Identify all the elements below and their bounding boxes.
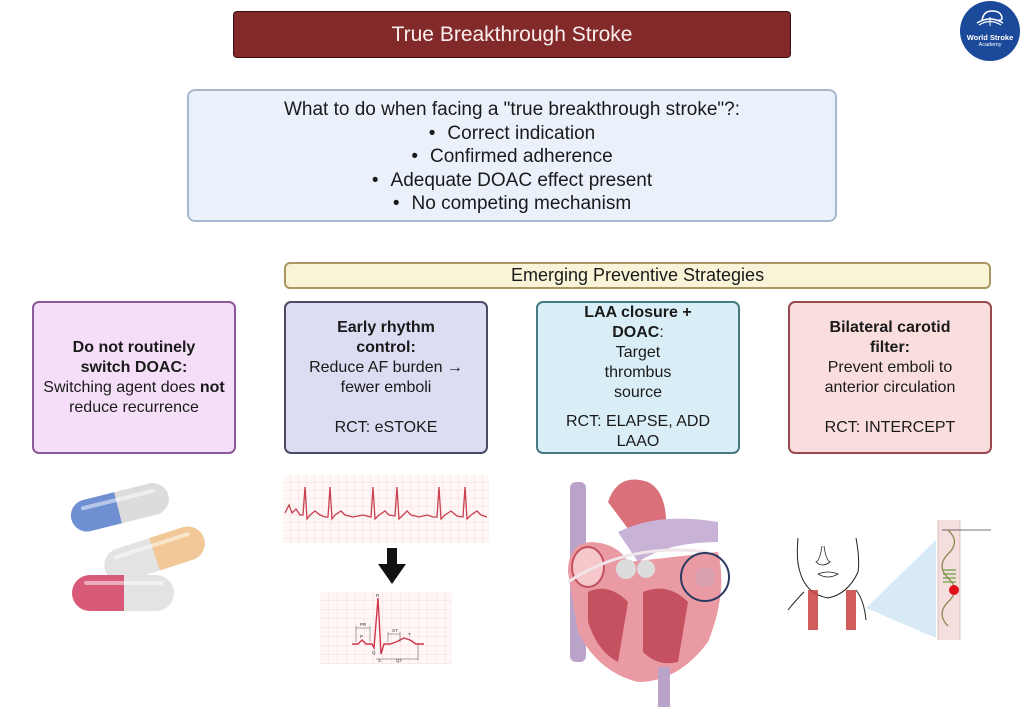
- ecg-strip-icon: [283, 475, 489, 543]
- card-carotid-filter: Bilateral carotid filter: Prevent emboli…: [788, 301, 992, 454]
- page-title: True Breakthrough Stroke: [233, 11, 791, 58]
- card-trial: RCT: eSTOKE: [334, 418, 438, 436]
- card-title: LAA closure + DOAC:: [564, 303, 712, 343]
- emerging-strategies-label: Emerging Preventive Strategies: [510, 265, 765, 285]
- card-body: Prevent emboli to anterior circulation: [824, 358, 956, 396]
- emerging-strategies-header: Emerging Preventive Strategies: [284, 262, 991, 289]
- card-trial: RCT: INTERCEPT: [824, 418, 956, 436]
- criteria-item: Correct indication: [189, 122, 835, 146]
- world-stroke-academy-logo: World Stroke Academy: [960, 1, 1020, 61]
- card-title: Bilateral carotid filter:: [829, 318, 951, 356]
- logo-line-2: Academy: [978, 42, 1002, 48]
- pill-capsules-icon: [70, 483, 205, 611]
- page-title-text: True Breakthrough Stroke: [391, 22, 633, 46]
- card-body-text: reduce recurrence: [69, 398, 199, 416]
- ecg-label-t: T: [408, 632, 411, 637]
- ecg-label-s: S: [378, 658, 381, 663]
- card-body: Reduce AF burden → fewer emboli: [309, 358, 463, 396]
- ecg-label-p: P: [360, 634, 363, 639]
- criteria-item: Confirmed adherence: [189, 145, 835, 169]
- card-body-emphasis: not: [199, 378, 225, 396]
- ecg-label-pr: PR: [360, 622, 367, 627]
- card-title-text: LAA closure + DOAC: [584, 304, 692, 341]
- card-body: Switching agent does not reduce recurren…: [42, 378, 226, 418]
- card-body-text: Switching agent does: [43, 378, 196, 396]
- card-trial: RCT: ELAPSE, ADD LAAO: [565, 413, 711, 450]
- ecg-label-q: Q: [372, 650, 376, 655]
- question-box: What to do when facing a "true breakthro…: [187, 89, 837, 222]
- heart-icon: [567, 479, 730, 707]
- card-title-suffix: :: [659, 324, 664, 341]
- card-title: Do not routinely switch DOAC:: [72, 338, 196, 376]
- question-heading: What to do when facing a "true breakthro…: [283, 99, 741, 120]
- ecg-complex-icon: R P Q S T PR ST QT: [320, 592, 452, 664]
- book-brain-icon: [976, 10, 1004, 26]
- ecg-label-st: ST: [392, 628, 398, 633]
- neck-carotid-icon: [787, 520, 991, 640]
- criteria-list: Correct indication Confirmed adherence A…: [189, 122, 835, 216]
- criteria-item: No competing mechanism: [189, 192, 835, 216]
- ecg-label-qt: QT: [396, 658, 403, 663]
- arrow-down-icon: [378, 548, 406, 584]
- criteria-item: Adequate DOAC effect present: [189, 169, 835, 193]
- ecg-label-r: R: [376, 593, 380, 598]
- logo-line-1: World Stroke: [966, 33, 1014, 42]
- card-early-rhythm-control: Early rhythm control: Reduce AF burden →…: [284, 301, 488, 454]
- card-body: Target thrombus source: [604, 344, 672, 401]
- card-laa-closure: LAA closure + DOAC: Target thrombus sour…: [536, 301, 740, 454]
- card-no-switch-doac: Do not routinely switch DOAC: Switching …: [32, 301, 236, 454]
- card-title: Early rhythm control:: [337, 318, 435, 356]
